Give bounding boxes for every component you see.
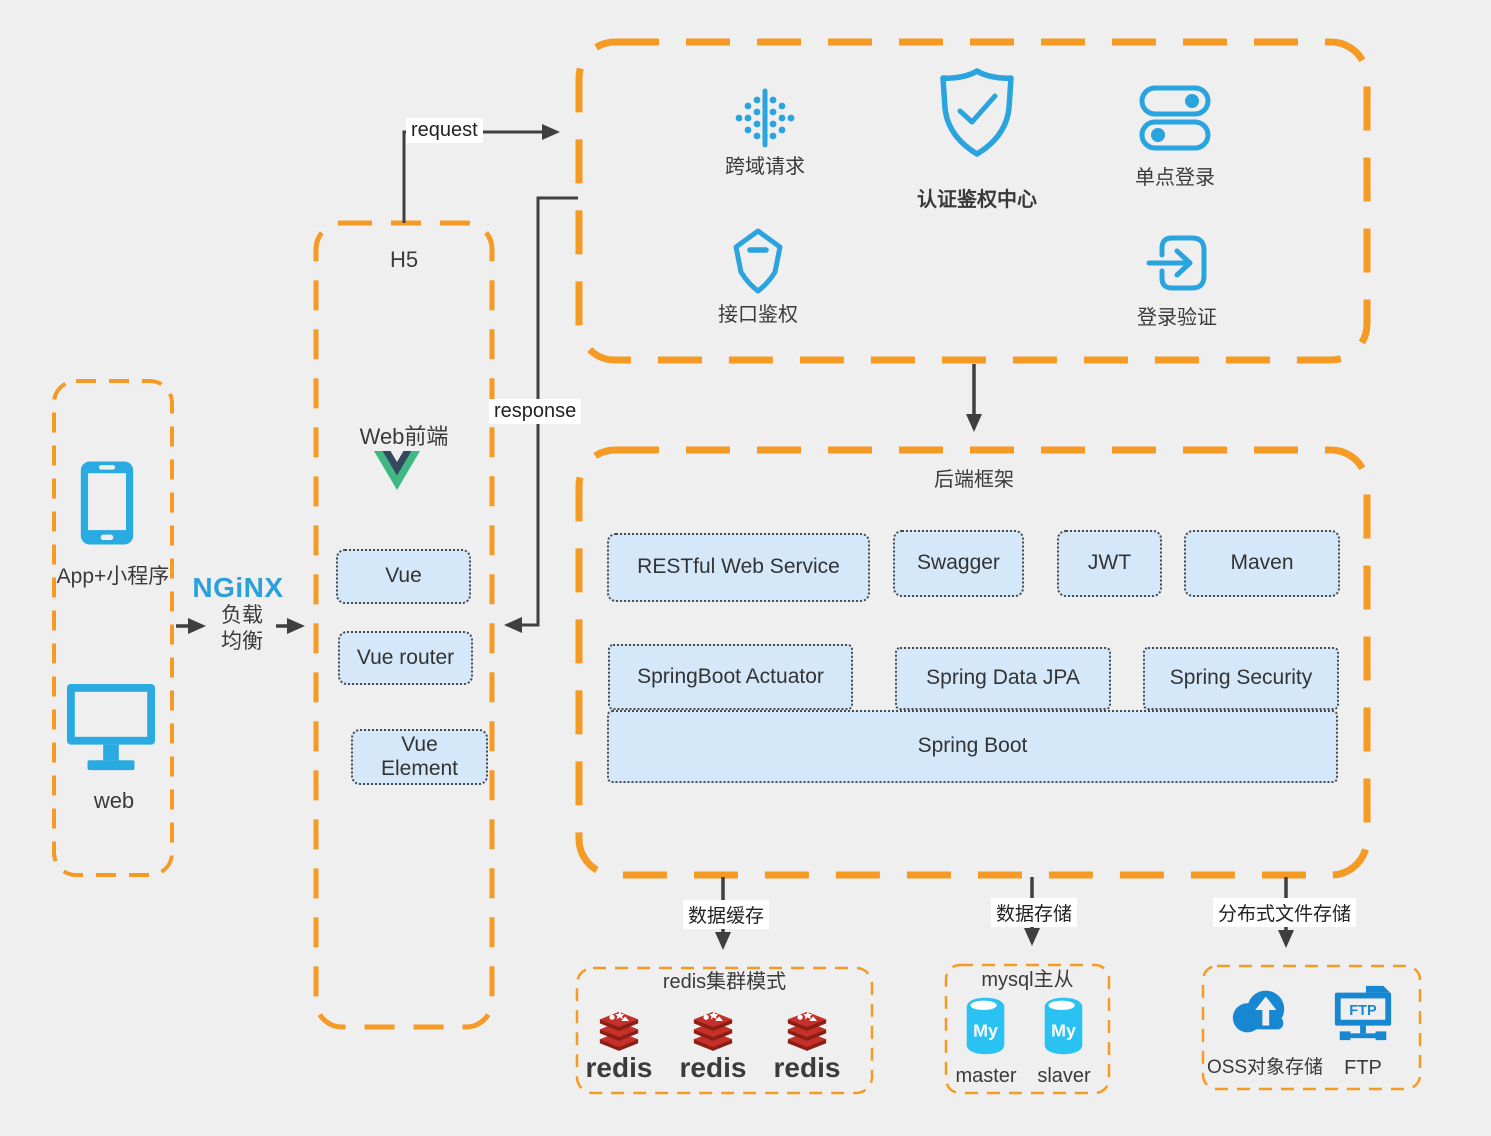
module-restful: RESTful Web Service [607, 533, 870, 602]
mysql-database-icon: My [1040, 995, 1087, 1062]
mysql-database-icon: My [962, 995, 1009, 1062]
cross-domain-icon [733, 86, 797, 155]
ftp-label: FTP [1344, 1057, 1382, 1079]
redis-box-title: redis集群模式 [662, 971, 787, 993]
svg-text:My: My [973, 1020, 998, 1040]
auth-feature-sso: 单点登录 [1135, 167, 1215, 189]
auth-box-border [575, 38, 1371, 364]
web-frontend-label: Web前端 [359, 424, 449, 449]
module-springboot-actuator: SpringBoot Actuator [608, 644, 853, 710]
module-maven: Maven [1184, 530, 1340, 597]
auth-feature-api-auth: 接口鉴权 [718, 304, 798, 326]
backend-title: 后端框架 [934, 469, 1014, 491]
module-spring-security: Spring Security [1143, 647, 1339, 710]
mysql-slaver-label: slaver [1037, 1065, 1091, 1087]
devices-box-border [52, 379, 174, 877]
module-vue-router: Vue router [338, 631, 473, 685]
mysql-box-border [944, 963, 1111, 1095]
svg-text:My: My [1051, 1020, 1076, 1040]
nginx-caption-line1: 负载 [221, 604, 263, 627]
storage-flow-label: 数据存储 [991, 898, 1078, 927]
h5-box-title: H5 [389, 247, 419, 272]
module-vue: Vue [336, 549, 471, 604]
redis-icon [596, 1006, 642, 1061]
oss-cloud-icon [1227, 984, 1291, 1043]
ftp-server-icon: FTP [1331, 983, 1395, 1046]
request-arrow [402, 124, 560, 223]
module-spring-boot: Spring Boot [607, 710, 1338, 783]
auth-feature-login-verify: 登录验证 [1137, 307, 1217, 329]
redis-node-label: redis [679, 1052, 747, 1083]
backend-box-border [575, 446, 1371, 879]
module-swagger: Swagger [893, 530, 1024, 597]
auth-feature-cross-domain: 跨域请求 [725, 156, 805, 178]
module-jwt: JWT [1057, 530, 1162, 597]
request-label: request [406, 118, 483, 143]
web-label: web [93, 788, 135, 813]
redis-icon [690, 1006, 736, 1061]
cache-flow-label: 数据缓存 [683, 900, 770, 929]
shield-check-icon [933, 66, 1021, 163]
response-label: response [489, 399, 582, 424]
redis-node-label: redis [585, 1052, 653, 1083]
redis-box-border [575, 966, 874, 1095]
module-vue-element: Vue Element [351, 729, 488, 785]
auth-center-title: 认证鉴权中心 [917, 189, 1037, 211]
nginx-caption-line2: 均衡 [221, 630, 263, 653]
redis-node-label: redis [773, 1052, 841, 1083]
files-box-border [1201, 964, 1422, 1091]
mysql-master-label: master [955, 1065, 1017, 1087]
phone-icon [79, 455, 135, 556]
oss-label: OSS对象存储 [1206, 1057, 1324, 1078]
api-auth-icon [724, 227, 792, 300]
redis-icon [784, 1006, 830, 1061]
nginx-logo: NGiNX [192, 572, 284, 603]
svg-text:FTP: FTP [1349, 1003, 1377, 1019]
app-label: App+小程序 [56, 565, 170, 588]
mysql-box-title: mysql主从 [981, 969, 1074, 991]
login-verify-icon [1146, 230, 1210, 301]
monitor-icon [66, 682, 156, 781]
sso-toggles-icon [1139, 85, 1211, 156]
vue-logo-icon [374, 451, 420, 496]
module-spring-data-jpa: Spring Data JPA [895, 647, 1111, 710]
file-storage-flow-label: 分布式文件存储 [1213, 898, 1357, 927]
